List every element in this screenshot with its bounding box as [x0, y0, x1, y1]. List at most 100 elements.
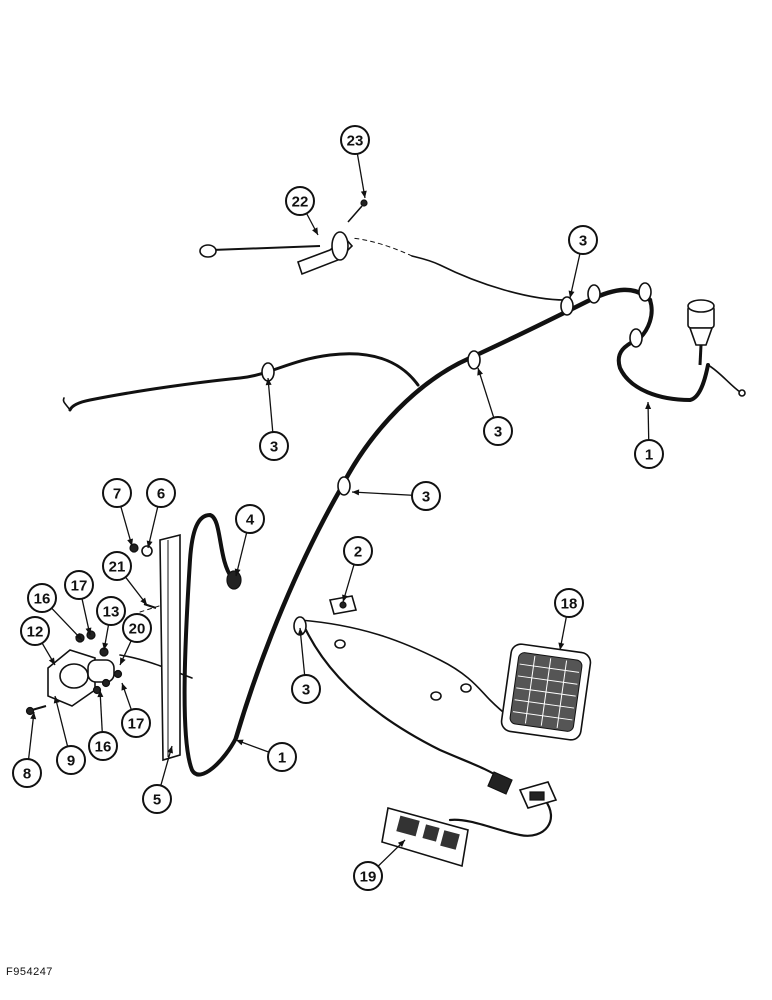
callout-c2: 2 [342, 536, 373, 603]
clip-3-top-b [587, 284, 601, 304]
callout-arrowhead [558, 642, 565, 650]
callout-circle [259, 431, 289, 461]
socket-lead [119, 654, 193, 679]
callout-circle [267, 742, 297, 772]
callout-leader [27, 711, 35, 760]
callout-label: 16 [34, 591, 51, 608]
callout-label: 7 [113, 486, 121, 503]
harness-plate-lead [448, 798, 552, 837]
callout-label: 9 [67, 753, 75, 770]
callout-leader [267, 377, 274, 433]
callout-c21: 21 [102, 551, 148, 606]
clip-3-right [629, 328, 643, 348]
callout-c1b: 1 [235, 739, 297, 772]
callout-arrowhead [120, 657, 126, 665]
screw-23 [347, 199, 368, 223]
plate-19 [381, 806, 469, 868]
figure-id: F954247 [6, 966, 53, 978]
bolt-8 [25, 705, 47, 716]
callout-leader [351, 491, 413, 496]
callout-c3a: 3 [568, 225, 598, 299]
callout-label: 13 [103, 604, 120, 621]
callout-label: 8 [23, 766, 31, 783]
inline-connector-b [430, 691, 442, 701]
callout-arrowhead [140, 597, 147, 605]
callout-circle [568, 225, 598, 255]
clip-3-top-c [638, 282, 652, 302]
callout-circle [121, 708, 151, 738]
callout-label: 2 [354, 544, 362, 561]
callout-label: 6 [157, 486, 165, 503]
callout-c4: 4 [234, 504, 265, 577]
callout-label: 5 [153, 792, 161, 809]
callout-arrowhead [297, 628, 304, 636]
callout-arrowhead [265, 378, 272, 386]
part-2 [328, 595, 358, 615]
callout-label: 12 [27, 624, 44, 641]
callout-c3c: 3 [477, 367, 513, 446]
callout-label: 4 [246, 512, 255, 529]
left-wire-end [62, 397, 71, 411]
callout-label: 3 [302, 682, 310, 699]
tail-light-18 [500, 643, 592, 741]
callout-circle [483, 416, 513, 446]
callout-circle [285, 186, 315, 216]
grommet-4 [226, 570, 242, 590]
callout-arrowhead [97, 690, 104, 698]
callout-label: 17 [71, 578, 88, 595]
callout-leader [235, 532, 248, 577]
callout-arrowhead [397, 840, 405, 848]
callout-label: 3 [579, 233, 587, 250]
callout-circle [88, 731, 118, 761]
callout-circle [343, 536, 373, 566]
callout-c3b: 3 [259, 377, 289, 461]
callout-arrowhead [53, 696, 60, 704]
callout-leader [147, 506, 159, 549]
callout-c9: 9 [53, 695, 86, 775]
callout-c16b: 16 [88, 689, 118, 761]
callout-c5: 5 [142, 745, 173, 814]
clip-3-lower [337, 476, 351, 496]
callout-circle [634, 439, 664, 469]
bolt-21 [143, 603, 157, 609]
callout-c19: 19 [353, 839, 406, 891]
callout-arrowhead [234, 568, 241, 576]
callout-c12: 12 [20, 616, 56, 666]
clip-3-top-a [560, 296, 574, 316]
callout-arrowhead [127, 538, 133, 546]
dashed-to-22 [351, 237, 413, 257]
callout-arrowhead [342, 594, 348, 602]
callout-leader [569, 253, 581, 299]
callout-arrowhead [167, 746, 173, 754]
callout-c3d: 3 [351, 481, 441, 511]
callout-arrowhead [568, 290, 575, 298]
callout-circle [554, 588, 584, 618]
callout-arrowhead [360, 190, 367, 198]
callout-c20: 20 [119, 613, 152, 666]
callout-label: 3 [422, 489, 430, 506]
harness-left-branch [68, 352, 420, 412]
callout-circle [142, 784, 172, 814]
callout-circle [56, 745, 86, 775]
harness-right-branch [616, 298, 710, 402]
callout-arrowhead [645, 402, 652, 410]
callout-c18: 18 [554, 588, 584, 651]
callout-c17a: 17 [64, 570, 94, 636]
callout-leader [299, 627, 306, 676]
callout-label: 18 [561, 596, 578, 613]
callout-c6: 6 [146, 478, 176, 549]
callout-label: 1 [645, 447, 653, 464]
callout-circle [411, 481, 441, 511]
callout-c13: 13 [96, 596, 126, 651]
callout-c16a: 16 [27, 583, 83, 641]
hardware-13-20 [92, 647, 123, 695]
harness-plate-branch [303, 626, 502, 780]
callout-circle [102, 551, 132, 581]
callout-leader [51, 607, 83, 641]
callout-label: 19 [360, 869, 377, 886]
callout-c1a: 1 [634, 401, 664, 469]
callout-c7: 7 [102, 478, 133, 547]
sensor-22 [199, 231, 354, 276]
